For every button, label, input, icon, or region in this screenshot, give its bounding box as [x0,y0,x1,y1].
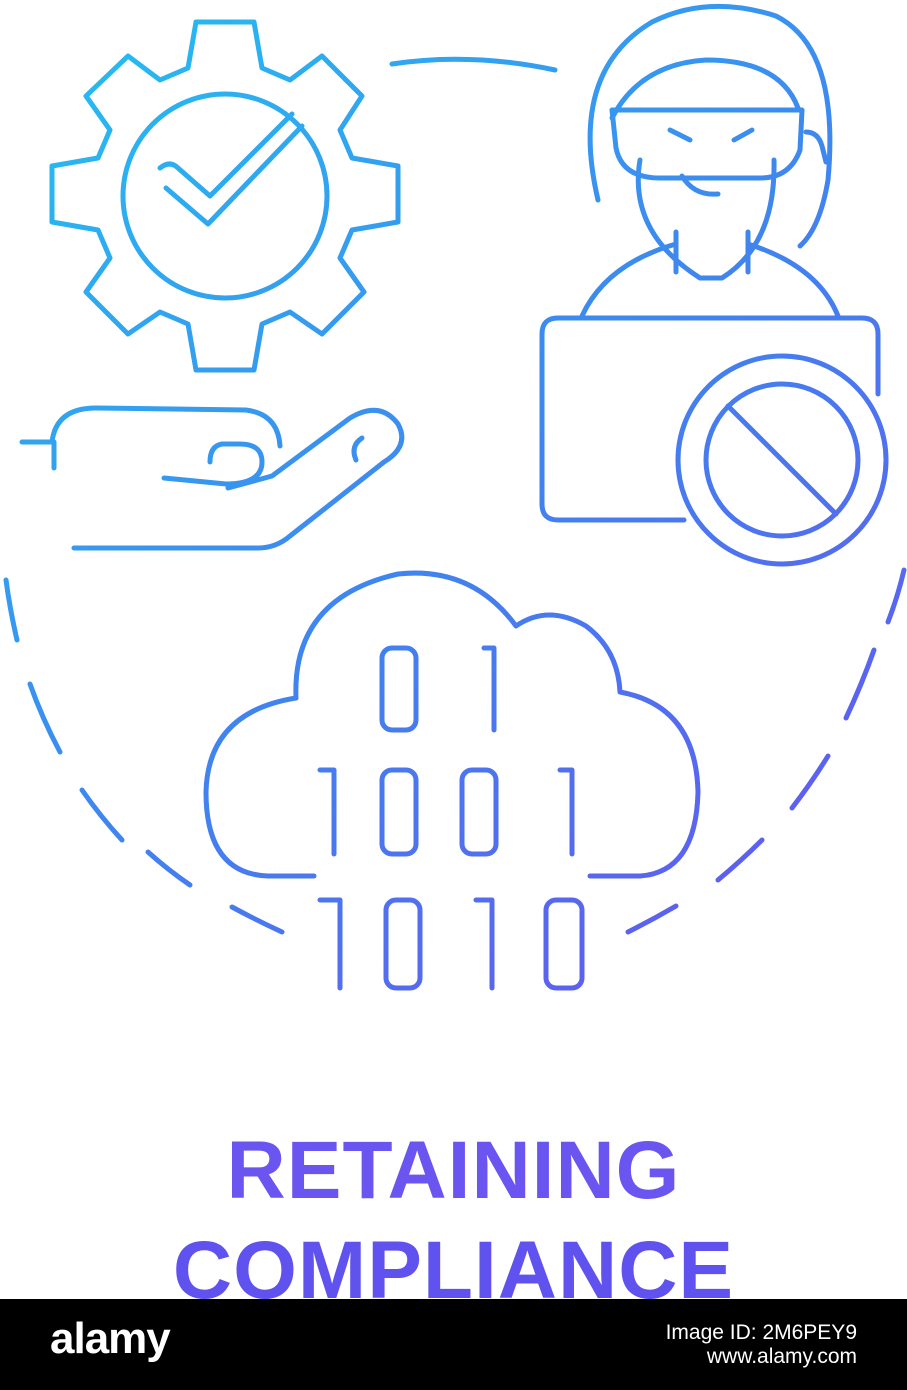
dashed-ring [3,56,907,935]
gear-checkmark-icon [49,19,401,373]
stock-site-url: www.alamy.com [706,1345,857,1368]
stock-image-id: Image ID: 2M6PEY9 [665,1321,857,1344]
concept-illustration [3,3,907,991]
laptop-icon [539,315,881,523]
binary-digits [317,645,585,991]
open-hand-icon [19,405,405,551]
hooded-hacker-icon [579,3,841,319]
stock-meta: Image ID: 2M6PEY9 www.alamy.com [666,1321,857,1369]
binary-cloud-icon [203,570,701,991]
stock-brand-logo: alamy [50,1314,171,1363]
title-line-2: COMPLIANCE [172,1225,735,1316]
title-line-1: RETAINING [226,1125,681,1216]
stock-watermark-bar: alamy Image ID: 2M6PEY9 www.alamy.com [0,1299,907,1390]
prohibited-sign-icon [675,353,889,567]
